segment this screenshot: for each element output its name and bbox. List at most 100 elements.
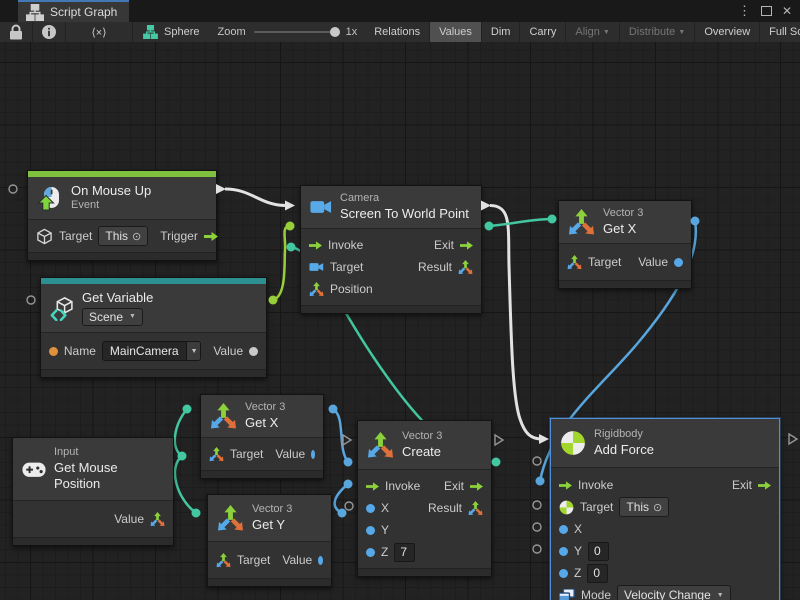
- y-port-dot[interactable]: [559, 546, 568, 556]
- variable-name-dropdown[interactable]: MainCamera ▼: [101, 341, 202, 362]
- variable-scope-dropdown[interactable]: Scene ▼: [82, 308, 143, 327]
- exit-arrow-icon[interactable]: [470, 481, 483, 491]
- fullscreen-label: Full Screen: [769, 26, 800, 38]
- z-port-dot[interactable]: [366, 547, 375, 557]
- node-title: Get Y: [252, 516, 286, 532]
- target-this-button[interactable]: This ⊙: [619, 497, 670, 517]
- z-port-dot[interactable]: [559, 568, 568, 578]
- maximize-icon[interactable]: [760, 6, 772, 16]
- vector3-icon: [210, 402, 237, 430]
- y-value-field[interactable]: 0: [588, 541, 610, 561]
- close-icon[interactable]: ✕: [781, 4, 792, 18]
- port-target-label: Target: [580, 500, 614, 514]
- vector3-port-icon[interactable]: [150, 511, 165, 527]
- invoke-arrow-icon[interactable]: [309, 240, 322, 250]
- port-y-label: Y: [574, 544, 583, 558]
- invoke-arrow-icon[interactable]: [559, 480, 572, 490]
- vector3-port-icon[interactable]: [458, 259, 473, 275]
- node-screen-to-world-point[interactable]: Camera Screen To World Point Invoke Exit…: [300, 185, 482, 314]
- zoom-slider[interactable]: [253, 27, 340, 37]
- invoke-arrow-icon[interactable]: [366, 481, 379, 491]
- port-row: Target Value: [201, 443, 323, 465]
- z-value-field[interactable]: 7: [394, 542, 416, 562]
- graph-breadcrumb[interactable]: Sphere: [133, 22, 209, 42]
- node-category: Camera: [340, 192, 380, 204]
- node-get-x-top[interactable]: Vector 3 Get X Target Value: [558, 200, 692, 289]
- target-this-button[interactable]: This ⊙: [98, 226, 149, 246]
- trigger-arrow-icon[interactable]: [203, 231, 218, 241]
- value-port-dot[interactable]: [249, 346, 259, 356]
- node-header: Vector 3 Get Y: [208, 495, 331, 542]
- node-title: Get X: [245, 414, 279, 430]
- this-label: This: [105, 229, 129, 243]
- vector3-port-icon[interactable]: [209, 446, 224, 462]
- value-port-dot[interactable]: [674, 257, 683, 267]
- angle-edit-icon: ⟨×⟩: [91, 26, 107, 39]
- chevron-down-icon: ▼: [190, 347, 198, 355]
- node-on-mouse-up[interactable]: On Mouse Up Event Target This ⊙ Trigger: [27, 170, 218, 261]
- vector3-port-icon[interactable]: [216, 552, 231, 568]
- lock-button[interactable]: [0, 22, 33, 42]
- port-row: X Result: [358, 497, 491, 519]
- mode-dropdown[interactable]: Velocity Change ▼: [617, 585, 731, 600]
- info-button[interactable]: [33, 22, 66, 42]
- vector3-port-icon[interactable]: [468, 500, 483, 516]
- wire-gety-to-create-y: [333, 483, 349, 515]
- relations-button[interactable]: Relations: [365, 22, 431, 42]
- distribute-button[interactable]: Distribute ▼: [620, 22, 696, 42]
- port-z-label: Z: [381, 545, 389, 559]
- exit-arrow-icon[interactable]: [460, 240, 473, 250]
- port-value-label: Value: [114, 512, 144, 527]
- chevron-down-icon: ▼: [129, 312, 136, 320]
- z-value-field[interactable]: 0: [587, 563, 609, 583]
- port-y-label: Y: [381, 523, 390, 537]
- port-row: Invoke Exit: [358, 475, 491, 497]
- edit-graph-button[interactable]: ⟨×⟩: [66, 22, 133, 42]
- values-button[interactable]: Values: [430, 22, 482, 42]
- vector3-icon: [568, 208, 595, 236]
- tab-script-graph[interactable]: Script Graph: [18, 0, 130, 22]
- port-row: Target This ⊙: [551, 496, 779, 518]
- fullscreen-button[interactable]: Full Screen: [760, 22, 800, 42]
- rigidbody-port-icon[interactable]: [559, 500, 574, 515]
- name-port-dot[interactable]: [49, 346, 58, 356]
- y-port-dot[interactable]: [366, 525, 375, 535]
- mode-enum-icon[interactable]: [559, 588, 575, 600]
- dim-button[interactable]: Dim: [482, 22, 521, 42]
- value-port-dot[interactable]: [311, 449, 315, 459]
- node-get-variable[interactable]: Get Variable Scene ▼ Name MainCamera ▼: [40, 277, 267, 379]
- value-port-dot[interactable]: [318, 555, 323, 565]
- node-add-force[interactable]: Rigidbody Add Force Invoke Exit Target T…: [550, 418, 780, 600]
- x-port-dot[interactable]: [559, 524, 568, 534]
- node-get-x[interactable]: Vector 3 Get X Target Value: [200, 394, 324, 479]
- node-category: Input: [54, 446, 79, 458]
- overview-button[interactable]: Overview: [695, 22, 761, 42]
- node-title: Get Variable: [82, 290, 154, 305]
- graph-canvas[interactable]: On Mouse Up Event Target This ⊙ Trigger: [0, 42, 800, 600]
- zoom-control: Zoom 1x: [209, 22, 365, 42]
- graph-toolbar: ⟨×⟩ Sphere Zoom 1x Relations Values Dim …: [0, 22, 800, 43]
- graph-icon: [26, 3, 44, 21]
- align-button[interactable]: Align ▼: [566, 22, 620, 42]
- graph-asset-icon: [143, 25, 158, 39]
- node-get-mouse-position[interactable]: Input Get Mouse Position Value: [12, 437, 174, 547]
- vector3-port-icon[interactable]: [309, 281, 324, 297]
- window-menu-icon[interactable]: ⋮: [737, 3, 751, 18]
- node-get-y[interactable]: Vector 3 Get Y Target Value: [207, 494, 332, 587]
- wire-mousepos-to-getx: [173, 408, 188, 458]
- x-port-dot[interactable]: [366, 503, 375, 513]
- port-exit-label: Exit: [433, 238, 454, 252]
- exit-arrow-icon[interactable]: [758, 480, 771, 490]
- node-footer: [41, 369, 266, 378]
- node-vector3-create[interactable]: Vector 3 Create Invoke Exit X Result: [357, 420, 492, 577]
- node-category: Vector 3: [402, 430, 443, 442]
- node-header: Camera Screen To World Point: [301, 186, 481, 229]
- node-title: Get Mouse Position: [54, 459, 118, 491]
- port-row: Target Result: [301, 256, 481, 278]
- carry-button[interactable]: Carry: [520, 22, 567, 42]
- zoom-slider-knob[interactable]: [329, 27, 340, 37]
- node-footer: [28, 252, 216, 260]
- camera-port-icon[interactable]: [309, 261, 324, 273]
- vector3-port-icon[interactable]: [567, 254, 582, 270]
